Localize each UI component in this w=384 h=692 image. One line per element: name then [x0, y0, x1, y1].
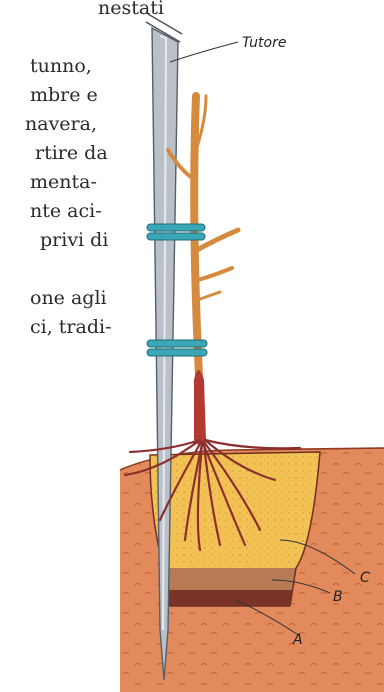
label-b: B — [333, 589, 343, 605]
label-a: A — [292, 632, 303, 648]
tutore-label: Tutore — [242, 35, 286, 51]
layer-b — [164, 568, 296, 590]
sapling — [168, 96, 238, 445]
layer-a — [168, 590, 292, 606]
label-c: C — [360, 570, 370, 586]
